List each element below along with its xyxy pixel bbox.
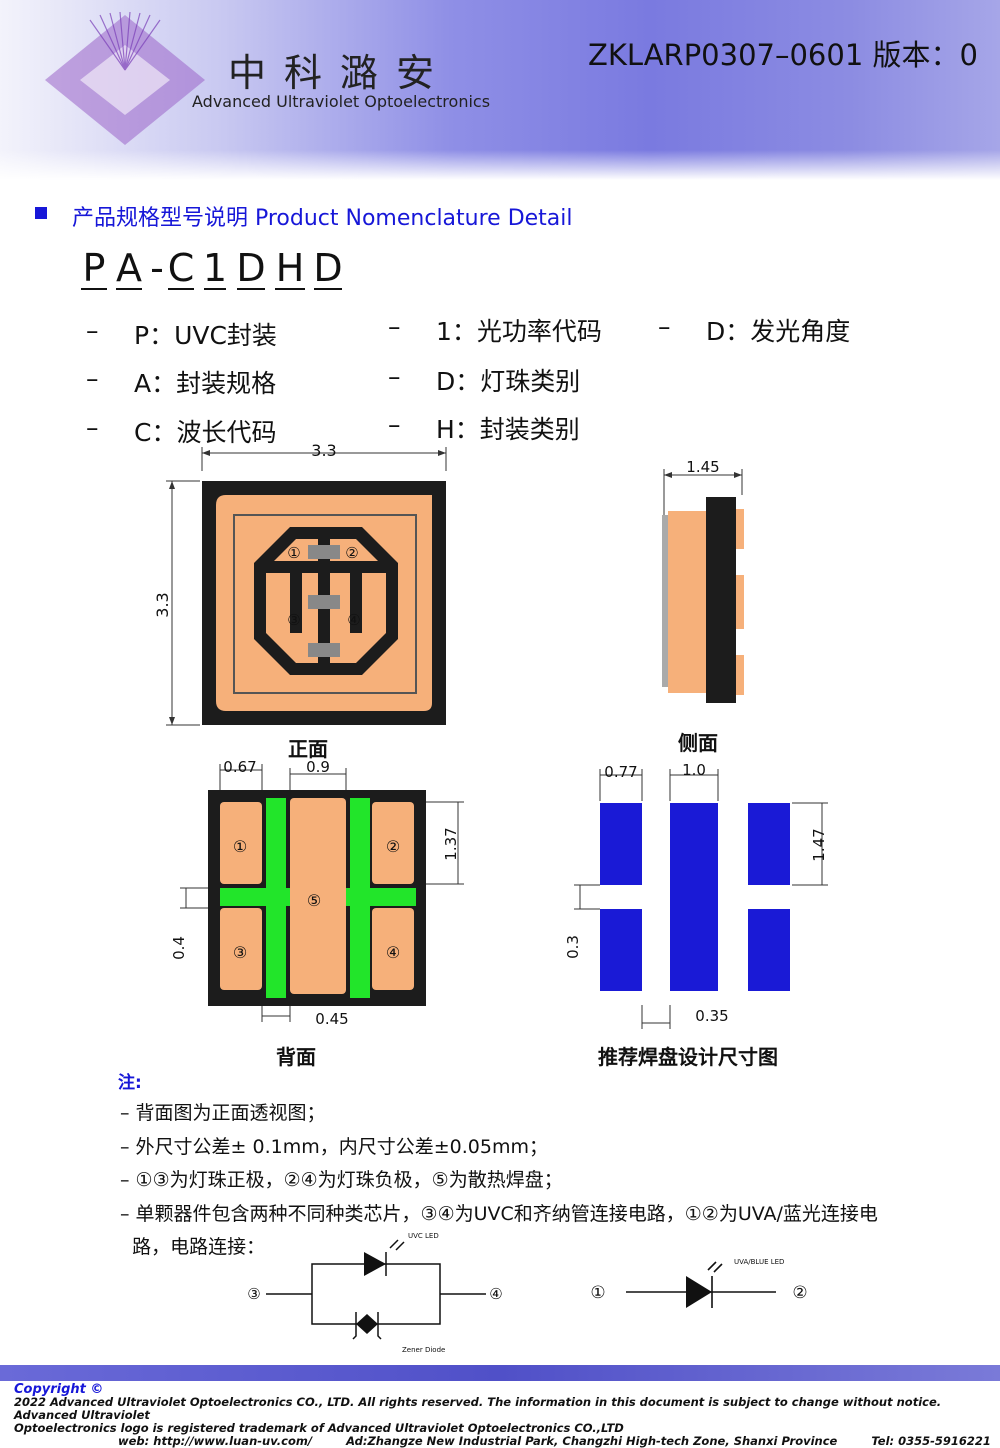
uva-led-label: UVA/BLUE LED <box>734 1258 784 1266</box>
pn-char: D <box>236 246 266 290</box>
square-bullet-icon <box>35 207 47 219</box>
front-view-caption: 正面 <box>288 737 328 761</box>
note-item: – ①③为灯珠正极，②④为灯珠负极，⑤为散热焊盘； <box>120 1169 563 1191</box>
legend-dash: – <box>388 410 401 439</box>
front-pad-label: ② <box>345 544 358 562</box>
legend-item: D：发光角度 <box>706 317 851 346</box>
company-name-cn: 中科潞安 <box>228 51 453 95</box>
uvc-circuit-diagram: ③ ④ UVC LED Zener Diode <box>247 1232 502 1354</box>
rec-center-width-dim: 1.0 <box>682 761 706 779</box>
legend-item: C：波长代码 <box>134 418 277 447</box>
footer-web: web: http://www.luan-uv.com/ <box>118 1434 313 1448</box>
back-pad-label: ② <box>386 837 400 856</box>
legend-item: D：灯珠类别 <box>436 367 581 396</box>
pn-underline <box>81 288 107 290</box>
legend-item: P：UVC封装 <box>134 321 277 350</box>
rec-pad-height-dim: 1.47 <box>810 828 828 861</box>
header-fade <box>0 150 1000 180</box>
pn-underline <box>237 288 265 290</box>
pn-char: H <box>275 246 305 290</box>
back-view-caption: 背面 <box>276 1045 316 1069</box>
side-view-caption: 侧面 <box>678 731 718 755</box>
pn-underline <box>168 288 194 290</box>
pn-char: C <box>167 246 195 290</box>
zener-diode-label: Zener Diode <box>402 1346 445 1354</box>
back-view-drawing: 0.67 0.9 1.37 0.4 0.45 ① ② ③ ④ ⑤ <box>170 758 464 1028</box>
pn-char: - <box>150 246 164 290</box>
notes-label: 注: <box>118 1073 142 1093</box>
side-thickness-dim: 1.45 <box>686 458 719 476</box>
rec-pad-width-dim: 0.77 <box>604 763 637 781</box>
back-pad-width-dim: 0.67 <box>223 758 256 776</box>
pn-char: D <box>313 246 343 290</box>
document-code: ZKLARP0307–0601 版本：0 <box>588 38 978 72</box>
back-gap-dim: 0.4 <box>170 936 188 960</box>
copyright-label: Copyright © <box>14 1382 104 1397</box>
back-center-width-dim: 0.9 <box>306 758 330 776</box>
legend-dash: – <box>86 364 99 393</box>
recommended-pad-drawing: 0.77 1.0 1.47 0.3 0.35 <box>564 761 828 1029</box>
footer-tel: Tel: 0355-5916221 <box>871 1434 991 1448</box>
front-pad-label: ① <box>287 544 300 562</box>
front-view-drawing: ① ② ③ ④ 3.3 3.3 <box>153 441 447 726</box>
circuit-pin-label: ④ <box>489 1285 502 1303</box>
uva-circuit-diagram: ① ② UVA/BLUE LED <box>590 1258 808 1308</box>
pn-underline <box>116 288 142 290</box>
note-item: – 外尺寸公差± 0.1mm，内尺寸公差±0.05mm； <box>120 1136 548 1158</box>
pn-char: 1 <box>202 246 228 290</box>
footer: Copyright © 2022 Advanced Ultraviolet Op… <box>14 1383 994 1448</box>
back-pad-label: ③ <box>233 943 247 962</box>
circuit-pin-label: ③ <box>247 1285 260 1303</box>
legend-item: H：封装类别 <box>436 415 580 444</box>
uvc-led-label: UVC LED <box>408 1232 439 1240</box>
footer-bar <box>0 1365 1000 1381</box>
legend-dash: – <box>658 312 671 341</box>
front-pad-label: ③ <box>287 611 300 629</box>
front-width-dim: 3.3 <box>311 441 336 460</box>
company-name-en: Advanced Ultraviolet Optoelectronics <box>192 92 491 111</box>
front-height-dim: 3.3 <box>153 592 172 617</box>
footer-line: 2022 Advanced Ultraviolet Optoelectronic… <box>14 1395 942 1422</box>
legend-dash: – <box>388 362 401 391</box>
rec-gap-dim: 0.3 <box>564 935 582 959</box>
legend-item: A：封装规格 <box>134 369 277 398</box>
back-pad-label: ⑤ <box>307 891 321 910</box>
note-item: – 背面图为正面透视图； <box>120 1102 326 1124</box>
legend-dash: – <box>86 316 99 345</box>
recommended-pad-caption: 推荐焊盘设计尺寸图 <box>598 1045 778 1069</box>
legend-dash: – <box>388 312 401 341</box>
front-pad-label: ④ <box>347 611 360 629</box>
pn-underline <box>314 288 342 290</box>
company-logo <box>45 11 205 145</box>
back-bottom-dim: 0.45 <box>315 1010 348 1028</box>
note-item: 路，电路连接： <box>120 1236 266 1258</box>
back-pad-height-dim: 1.37 <box>442 827 460 860</box>
section-title: 产品规格型号说明 Product Nomenclature Detail <box>72 206 573 231</box>
back-pad-label: ④ <box>386 943 400 962</box>
pn-underline <box>275 288 305 290</box>
rec-bottom-dim: 0.35 <box>695 1007 728 1025</box>
back-pad-label: ① <box>233 837 247 856</box>
footer-address: Ad:Zhangze New Industrial Park, Changzhi… <box>346 1434 838 1448</box>
pn-underline <box>204 288 226 290</box>
legend-item: 1：光功率代码 <box>436 317 602 346</box>
pn-char: P <box>82 246 106 290</box>
legend-dash: – <box>86 413 99 442</box>
footer-line: Optoelectronics logo is registered trade… <box>14 1421 624 1435</box>
pn-char: A <box>116 246 142 290</box>
side-view-drawing: 1.45 <box>662 458 744 703</box>
circuit-pin-label: ① <box>590 1283 605 1303</box>
circuit-pin-label: ② <box>792 1283 807 1303</box>
note-item: – 单颗器件包含两种不同种类芯片，③④为UVC和齐纳管连接电路，①②为UVA/蓝… <box>120 1203 878 1225</box>
